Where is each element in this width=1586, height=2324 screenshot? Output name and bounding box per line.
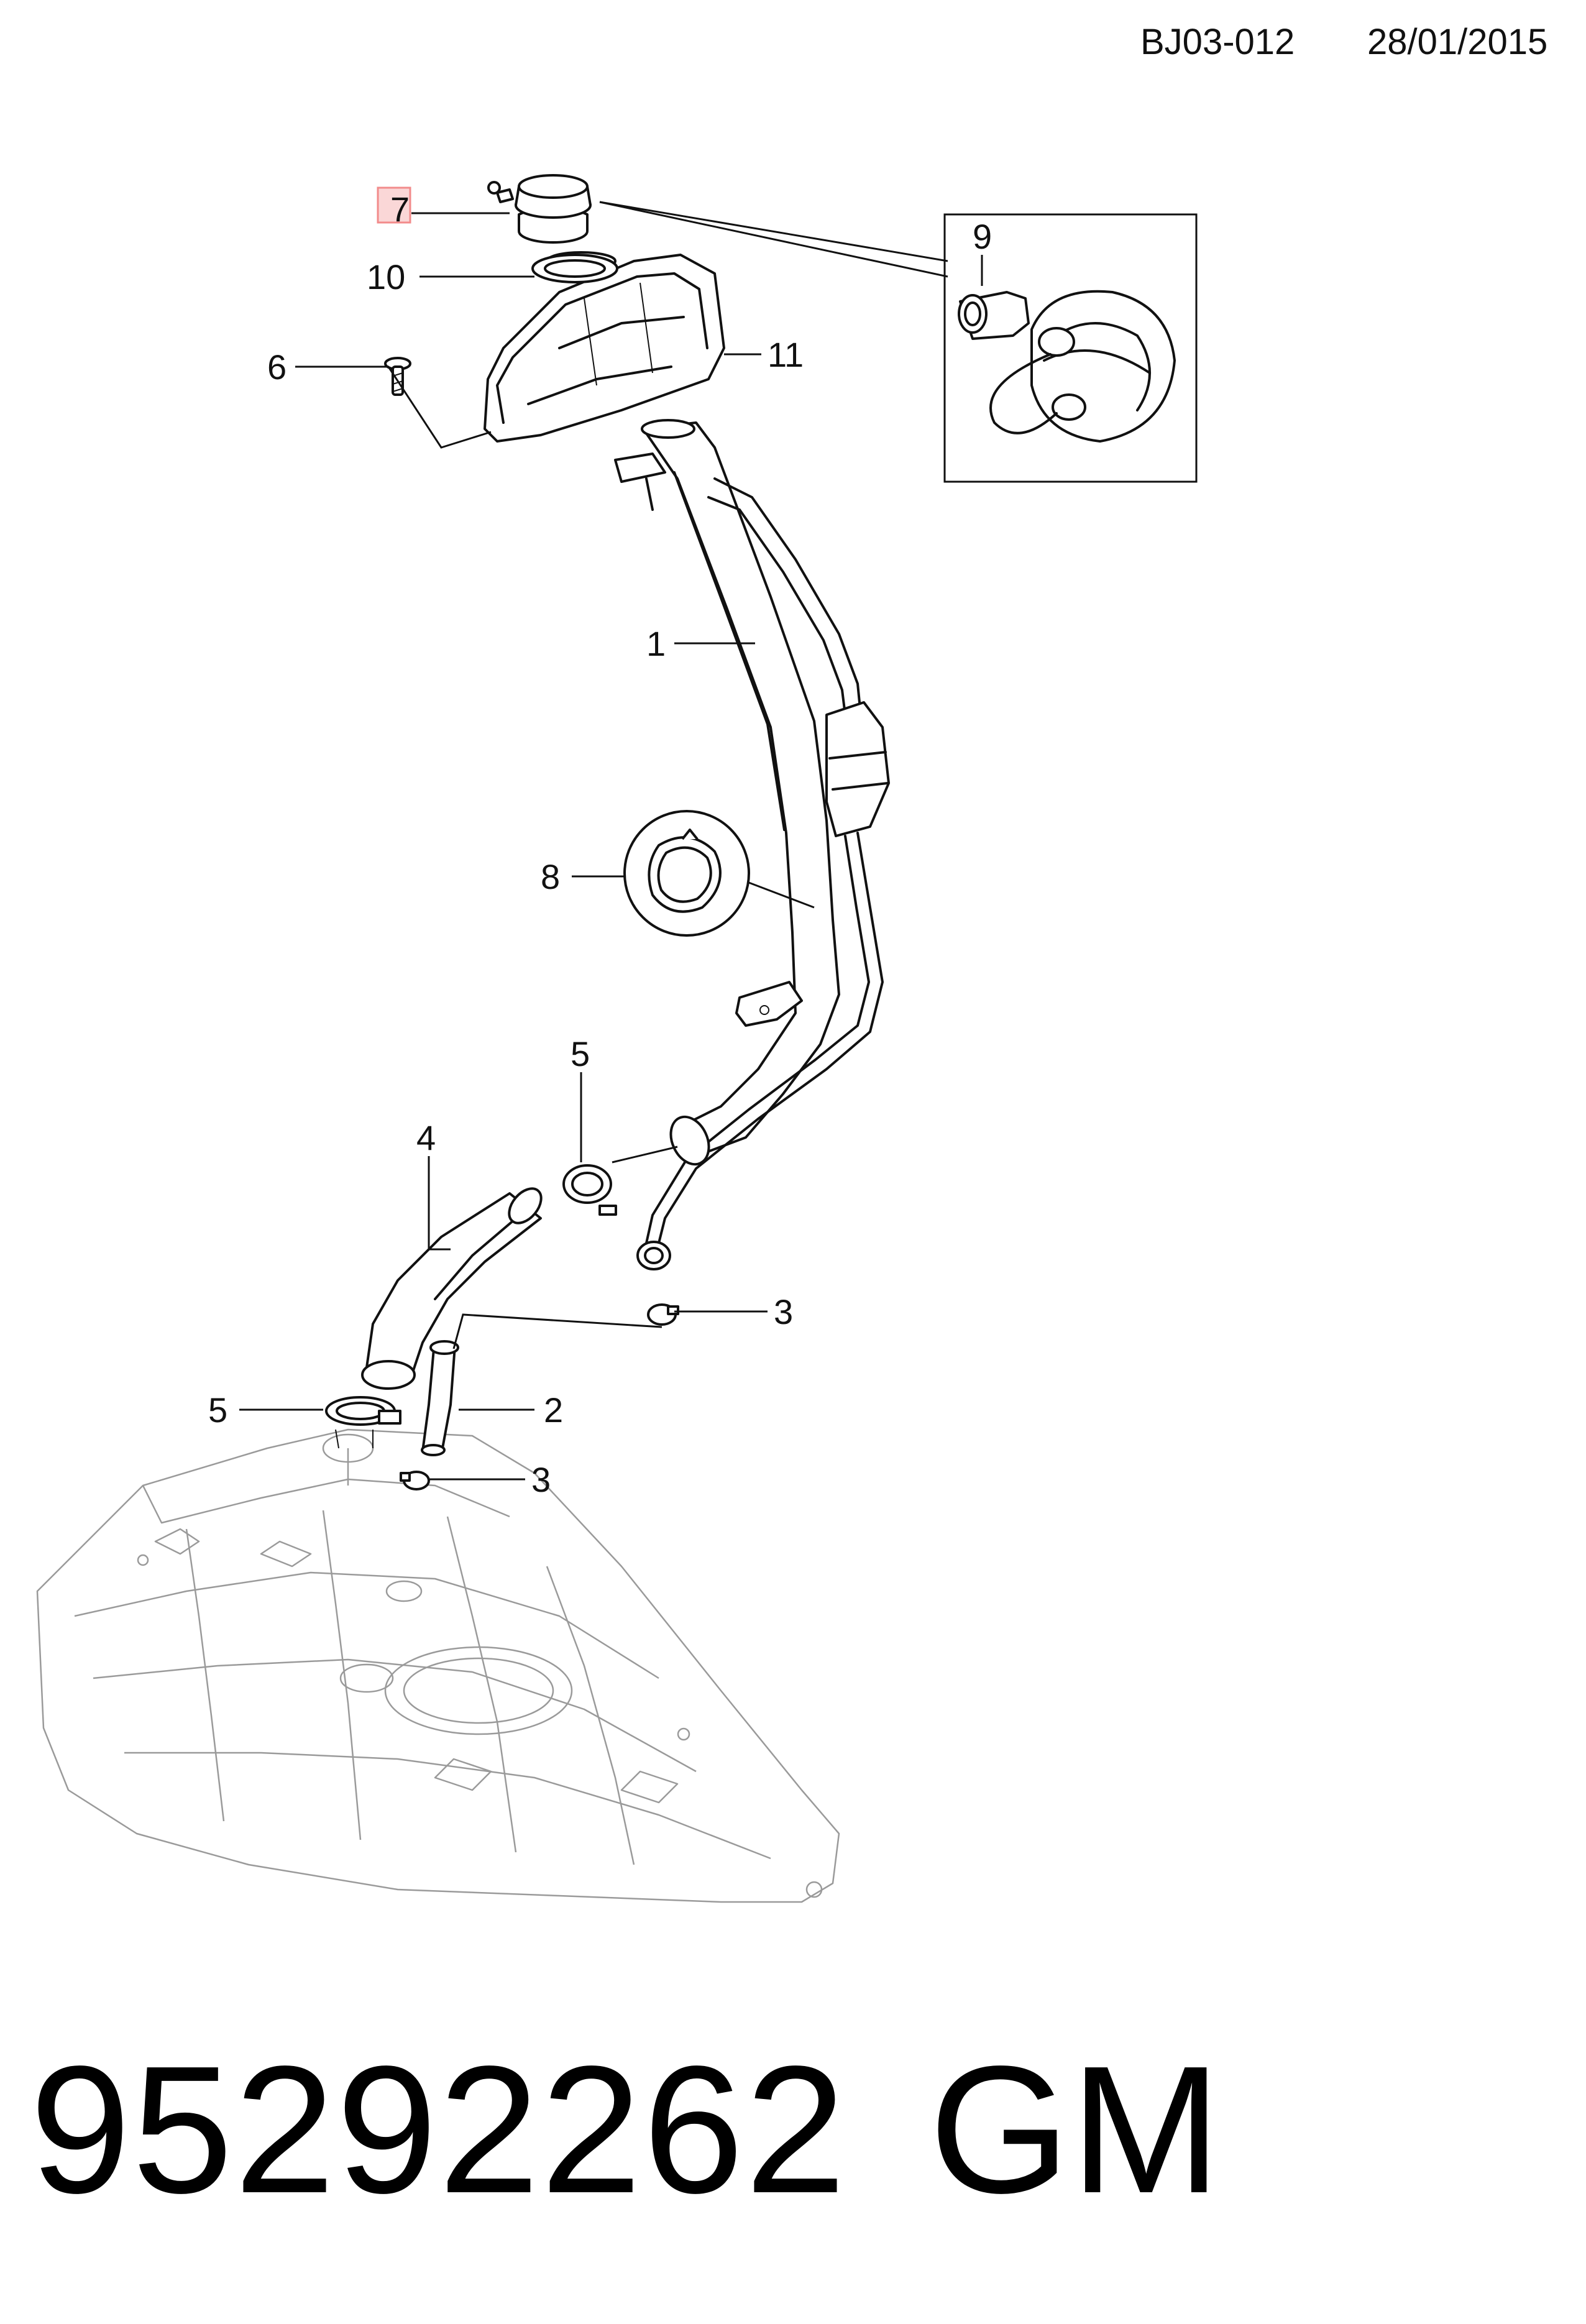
callout-2: 2 <box>544 1390 563 1430</box>
callout-7: 7 <box>390 190 410 229</box>
leader-lines <box>239 201 983 1481</box>
filler-pipe-part-1 <box>614 419 890 1270</box>
hose-clamp-part-5-lower <box>325 1396 401 1449</box>
part-number: 95292262 <box>30 2028 848 2231</box>
callout-3-lower: 3 <box>531 1460 551 1499</box>
detail-inset-box <box>943 213 1198 483</box>
highlighted-callout-box <box>377 186 411 224</box>
callout-5-upper: 5 <box>571 1034 590 1073</box>
diagram-code: BJ03-012 <box>1140 22 1295 62</box>
fuel-cap-part-7 <box>487 174 592 244</box>
callout-9: 9 <box>973 217 992 256</box>
fuel-cap-detail <box>989 290 1176 443</box>
vent-hose-part-2 <box>421 1340 459 1456</box>
manufacturer-name: GM <box>929 2028 1222 2231</box>
hose-clamp-part-5-upper <box>562 1164 617 1216</box>
fuel-tank-ghost <box>36 1428 840 1903</box>
screw-part-6 <box>384 357 411 396</box>
callout-1: 1 <box>646 624 666 663</box>
callout-8: 8 <box>541 857 560 896</box>
filler-housing-part-11 <box>484 251 725 443</box>
small-clamp-part-3-lower <box>400 1471 430 1490</box>
gasket-detail-part-8 <box>623 810 815 937</box>
diagram-date: 28/01/2015 <box>1367 22 1548 62</box>
callout-11: 11 <box>768 335 804 374</box>
lock-cylinder-part-9 <box>958 291 1030 340</box>
callout-5-lower: 5 <box>208 1390 227 1430</box>
small-clamp-part-3-upper <box>647 1303 679 1326</box>
callout-3-upper: 3 <box>774 1292 793 1331</box>
filler-hose-part-4 <box>361 1187 543 1390</box>
callout-10: 10 <box>367 257 405 296</box>
callout-4: 4 <box>416 1118 436 1157</box>
seal-ring-part-10 <box>531 254 618 283</box>
callout-6: 6 <box>267 347 286 387</box>
